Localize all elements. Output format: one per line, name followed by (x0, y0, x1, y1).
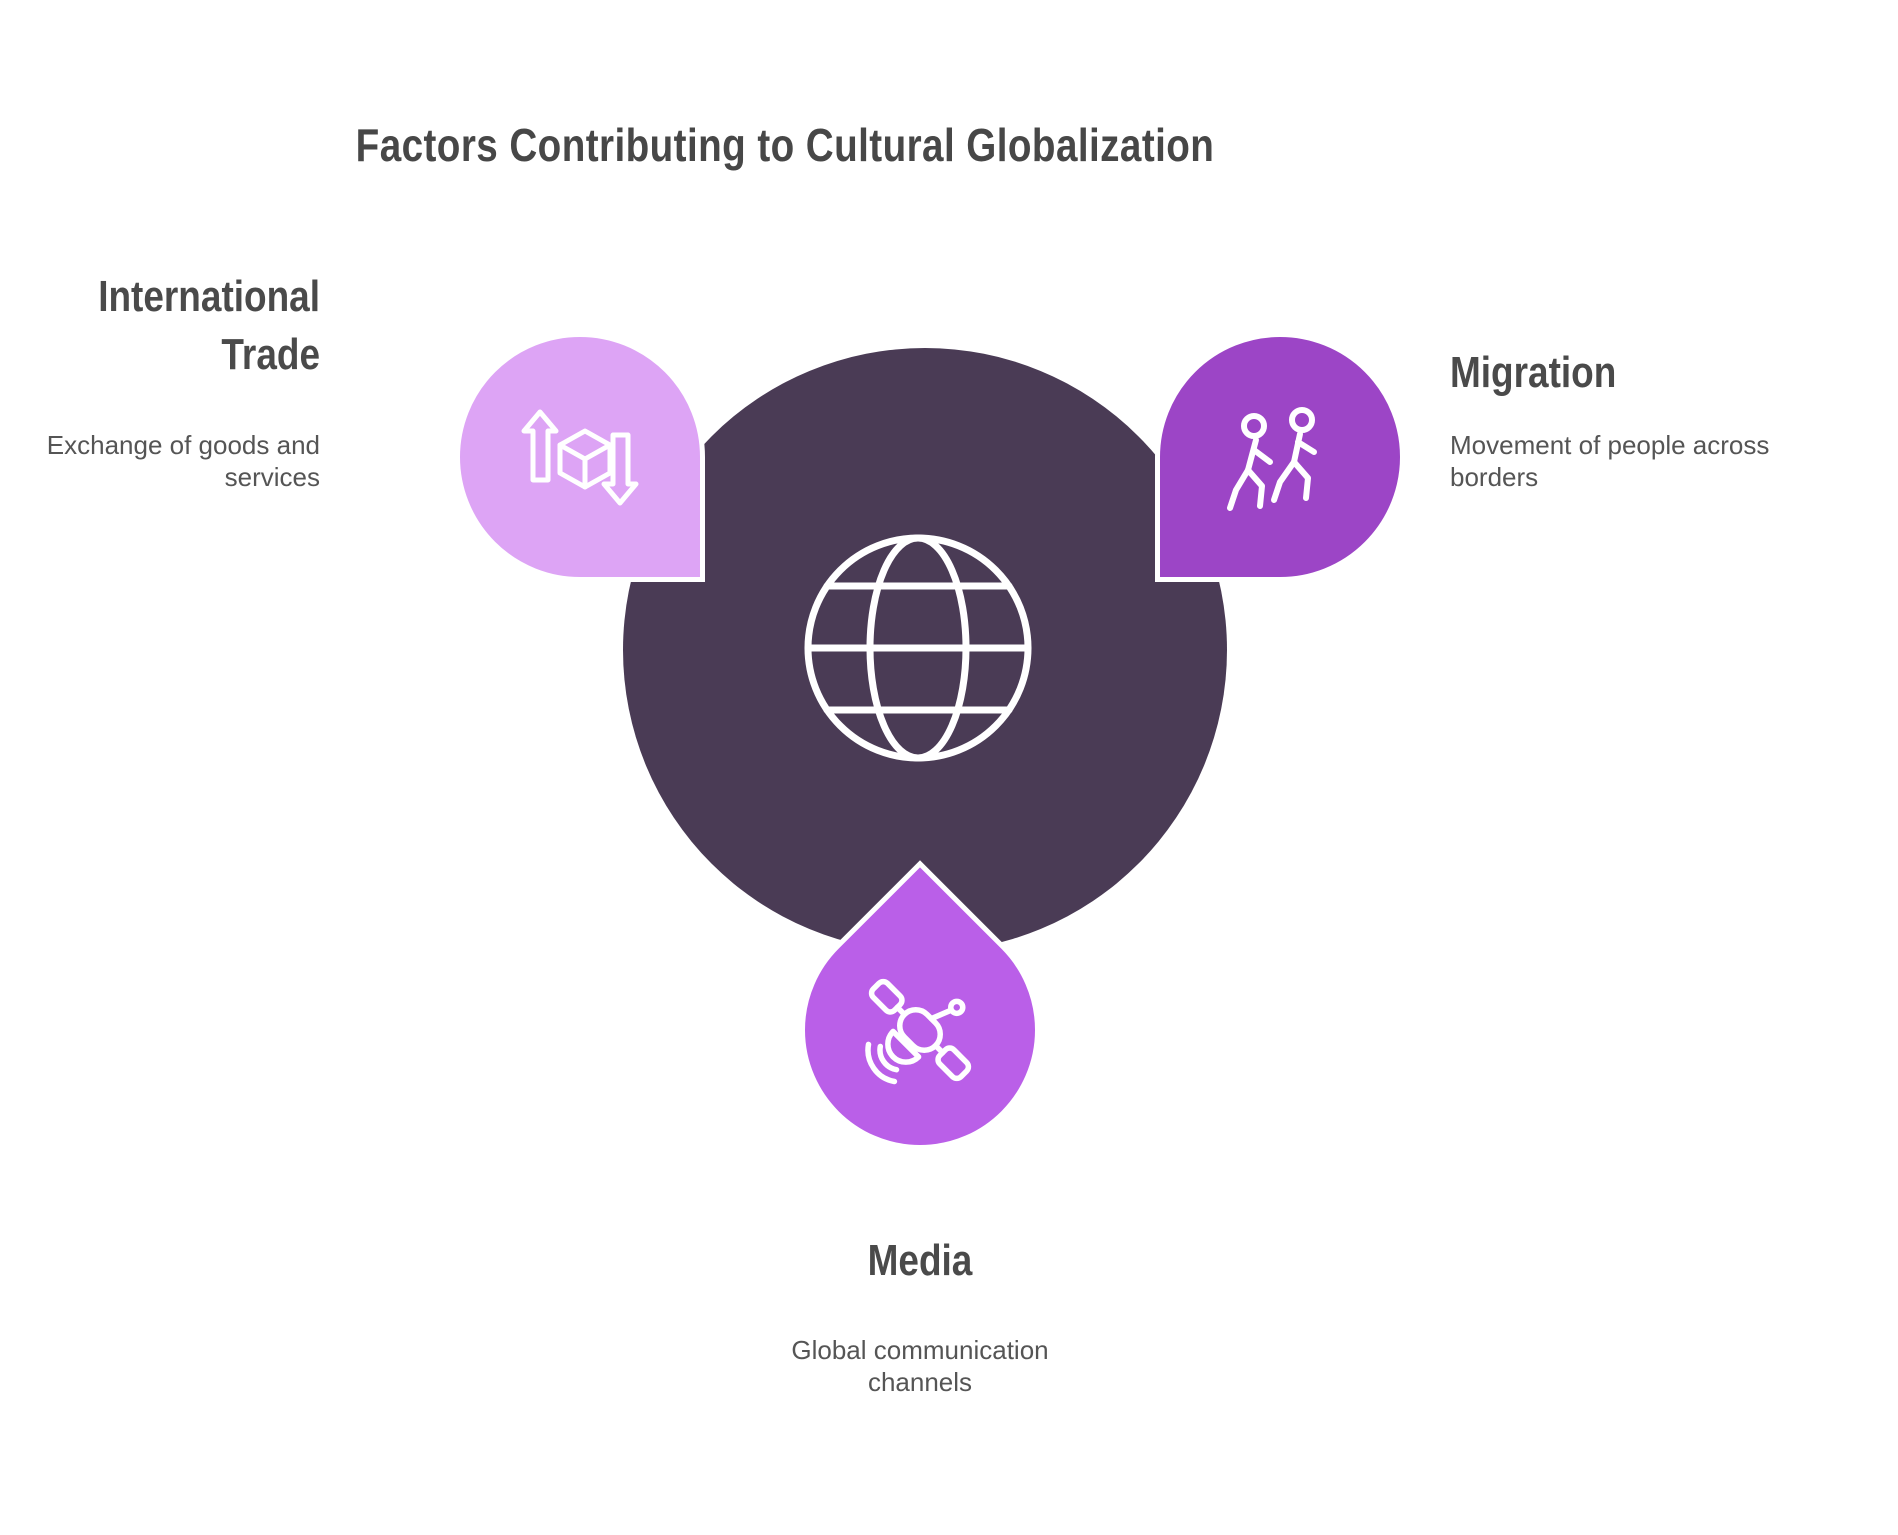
pin-migration (1155, 332, 1405, 582)
heading-media: Media (867, 1236, 973, 1285)
description-media: Global communication channels (791, 1335, 1049, 1397)
heading-international-trade: International Trade (98, 272, 320, 380)
description-international-trade: Exchange of goods and services (46, 430, 320, 492)
heading-migration: Migration (1450, 348, 1617, 397)
page-title: Factors Contributing to Cultural Globali… (355, 119, 1215, 171)
trade-exchange-icon (521, 409, 639, 506)
description-migration: Movement of people across borders (1450, 430, 1770, 492)
satellite-icon (865, 978, 972, 1085)
walking-people-icon (1227, 407, 1317, 511)
globe-icon (804, 534, 1032, 762)
